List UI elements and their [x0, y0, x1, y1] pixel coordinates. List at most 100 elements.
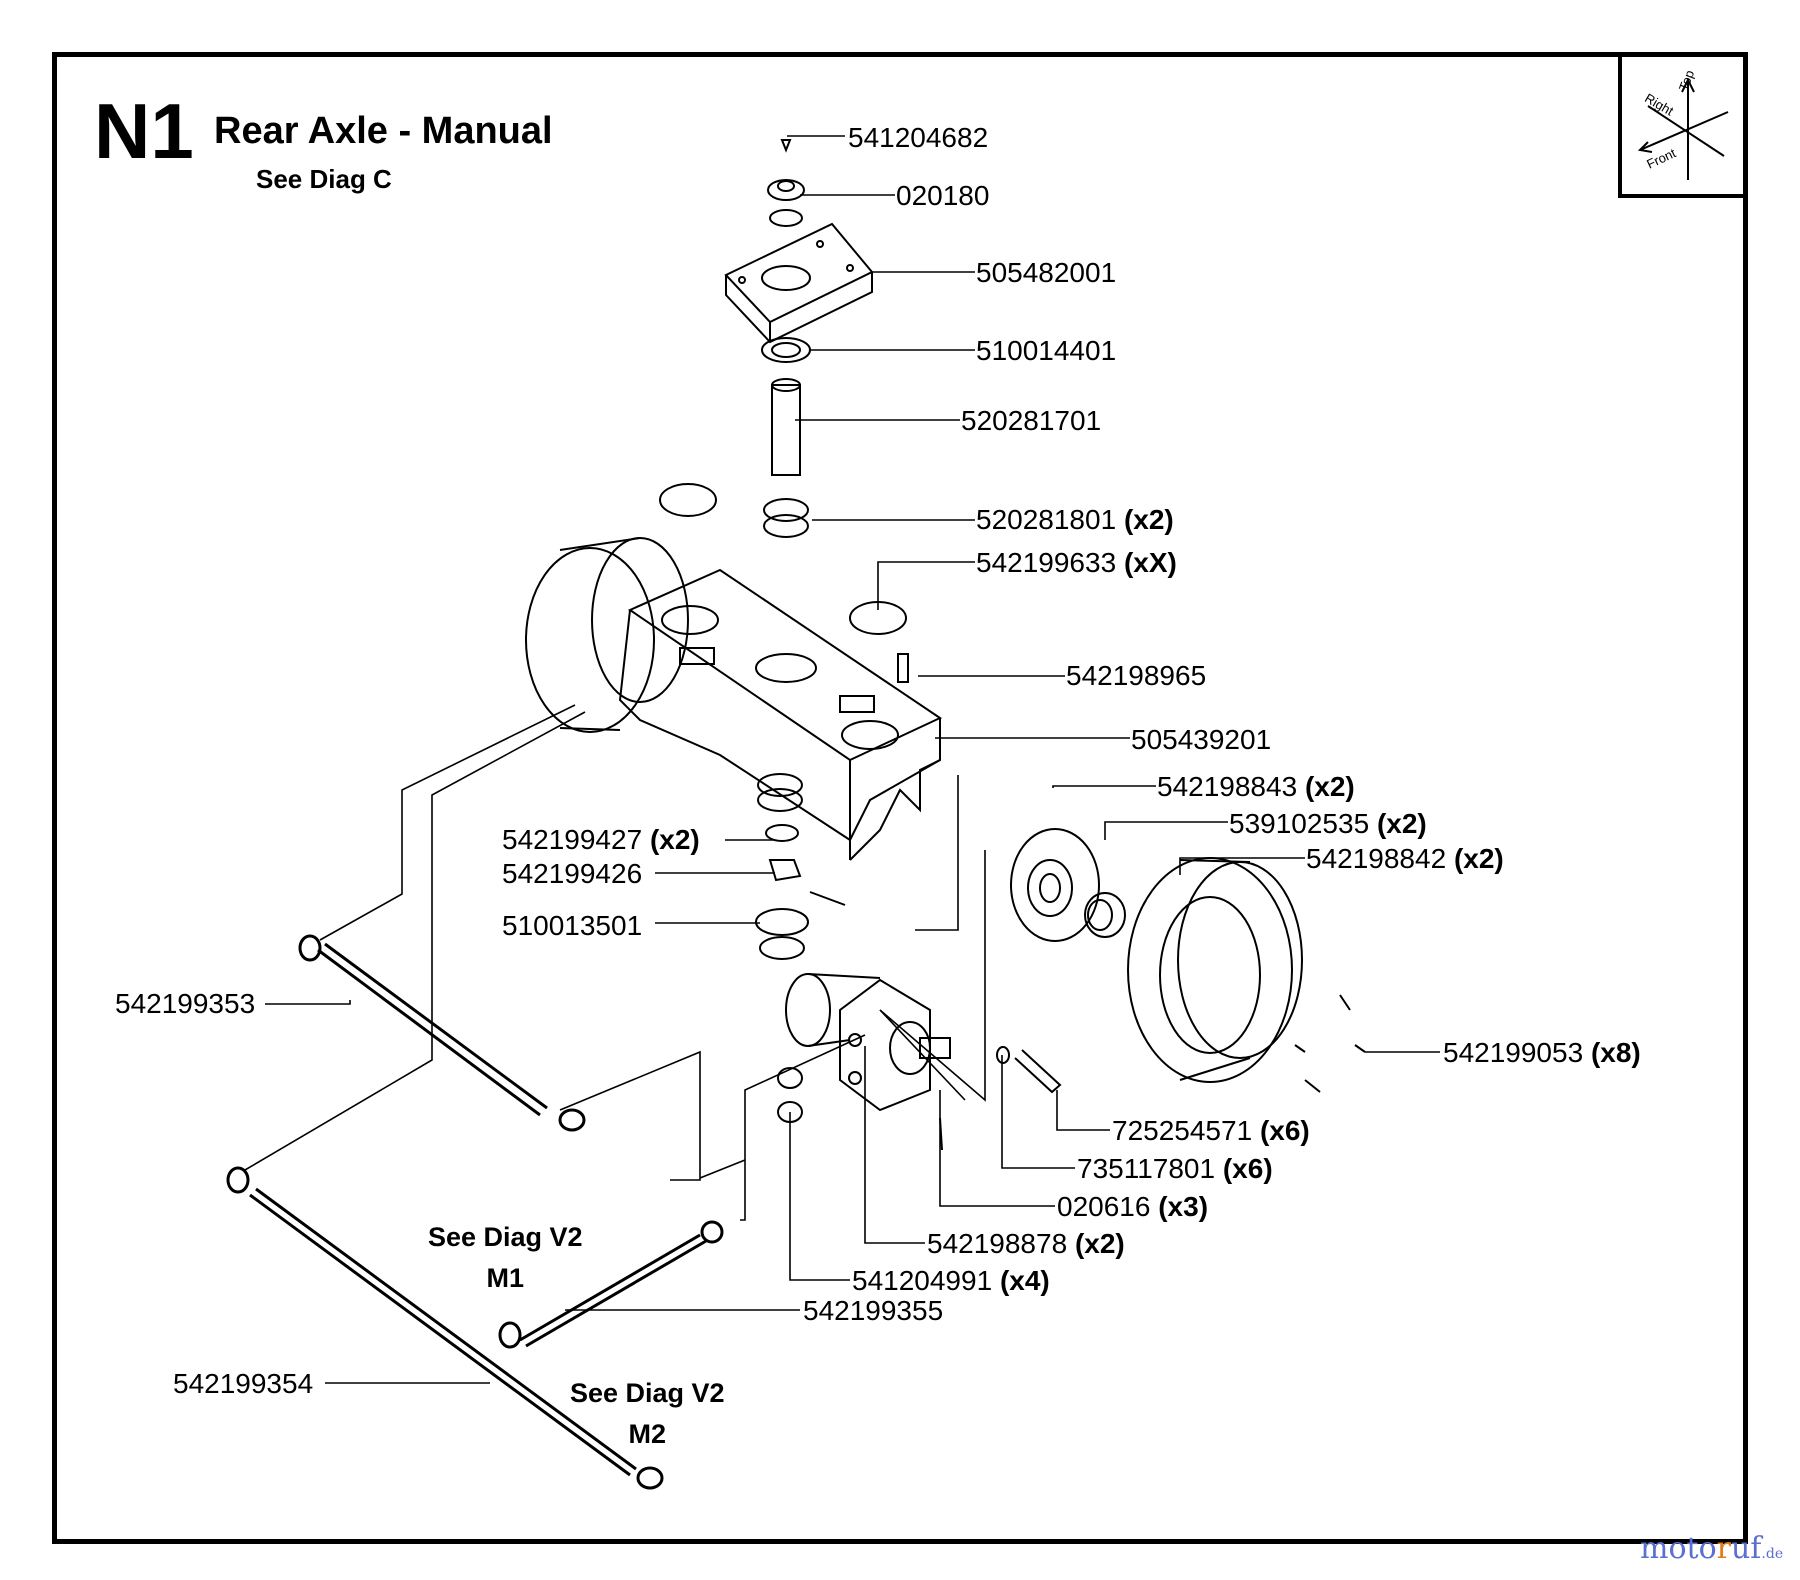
part-number: 542199633 [976, 547, 1117, 578]
part-label: 542198965 [1066, 662, 1206, 690]
hose-part [498, 1220, 724, 1349]
watermark-text: moto [1640, 1531, 1717, 1566]
part-number: 539102535 [1229, 808, 1370, 839]
part-label: 020180 [896, 182, 989, 210]
part-number: 542198965 [1066, 660, 1207, 691]
watermark-text: .de [1761, 1546, 1784, 1562]
part-number: 542199053 [1443, 1037, 1584, 1068]
part-label: 505482001 [976, 259, 1116, 287]
part-number: 725254571 [1112, 1115, 1253, 1146]
part-qty: (x2) [1453, 843, 1504, 874]
note-line: See Diag V2 [570, 1378, 725, 1408]
part-number: 542198843 [1157, 771, 1298, 802]
cap-part [849, 601, 907, 635]
see-diag-note-m1: See Diag V2 M1 [428, 1224, 583, 1292]
hose-part [226, 1166, 664, 1490]
hub-part [1010, 828, 1100, 942]
right-wheel-part [1127, 857, 1303, 1083]
bolt-part [1014, 1049, 1062, 1094]
part-label: 510014401 [976, 337, 1116, 365]
washer-part [996, 1046, 1010, 1064]
part-number: 542198842 [1306, 843, 1447, 874]
part-qty: (x3) [1158, 1191, 1209, 1222]
part-qty: (x6) [1259, 1115, 1310, 1146]
watermark-text: uf [1730, 1531, 1762, 1566]
part-number: 510014401 [976, 335, 1117, 366]
part-label: 542199354 [173, 1370, 313, 1398]
fitting-part [777, 1067, 803, 1123]
bearing-part [757, 773, 803, 812]
shaft-part [771, 378, 801, 476]
part-label: 542199633 (xX) [976, 549, 1177, 577]
part-label: 020616 (x3) [1057, 1193, 1208, 1221]
note-line: M1 [486, 1263, 525, 1293]
part-label: 510013501 [502, 912, 642, 940]
part-number: 542199355 [803, 1295, 944, 1326]
watermark-text: r [1716, 1531, 1731, 1566]
seal-part [1084, 892, 1126, 938]
part-label: 539102535 (x2) [1229, 810, 1427, 838]
part-number: 541204991 [852, 1265, 993, 1296]
part-number: 520281701 [961, 405, 1102, 436]
part-qty: (x2) [1304, 771, 1355, 802]
part-number: 020180 [896, 180, 990, 211]
part-label: 542198842 (x2) [1306, 845, 1504, 873]
watermark-logo: motoruf.de [1640, 1534, 1783, 1564]
hose-part [298, 934, 586, 1132]
part-qty: (x8) [1590, 1037, 1641, 1068]
part-qty: (x6) [1222, 1153, 1273, 1184]
part-number: 505439201 [1131, 724, 1272, 755]
part-label: 735117801 (x6) [1077, 1155, 1273, 1183]
part-label: 505439201 [1131, 726, 1271, 754]
part-qty: (x4) [999, 1265, 1050, 1296]
part-label: 542199426 [502, 860, 642, 888]
washer-part [765, 824, 799, 842]
part-label: 542199053 (x8) [1443, 1039, 1641, 1067]
part-number: 542199427 [502, 824, 643, 855]
part-number: 020616 [1057, 1191, 1151, 1222]
part-label: 541204991 (x4) [852, 1267, 1050, 1295]
bolt-part [1294, 994, 1366, 1093]
hydraulic-motor-part [785, 973, 951, 1112]
part-qty: (x2) [649, 824, 700, 855]
nut-part [767, 139, 805, 201]
left-wheel-part [525, 537, 689, 733]
part-label: 542199355 [803, 1297, 943, 1325]
mount-plate-part [724, 222, 874, 344]
part-qty: (x2) [1376, 808, 1427, 839]
washer-part [769, 209, 803, 227]
cotter-pin-part [809, 891, 846, 906]
part-label: 541204682 [848, 124, 988, 152]
cap-part [659, 483, 717, 517]
part-number: 520281801 [976, 504, 1117, 535]
part-number: 542199426 [502, 858, 643, 889]
part-number: 541204682 [848, 122, 989, 153]
pin-part [897, 653, 909, 683]
note-line: M2 [628, 1419, 667, 1449]
part-label: 520281701 [961, 407, 1101, 435]
castle-nut-part [768, 859, 802, 882]
part-qty: (x2) [1123, 504, 1174, 535]
part-number: 510013501 [502, 910, 643, 941]
part-qty: (xX) [1123, 547, 1177, 578]
bearing-part [763, 498, 809, 538]
part-qty: (x2) [1074, 1228, 1125, 1259]
part-number: 542198878 [927, 1228, 1068, 1259]
part-label: 542198878 (x2) [927, 1230, 1125, 1258]
orientation-box [1618, 52, 1748, 198]
key-part [939, 1117, 943, 1151]
orientation-axes-icon [1637, 77, 1729, 180]
bearing-part [761, 337, 811, 363]
part-label: 725254571 (x6) [1112, 1117, 1310, 1145]
seal-part [755, 908, 809, 960]
part-number: 505482001 [976, 257, 1117, 288]
note-line: See Diag V2 [428, 1222, 583, 1252]
axle-housing-part [618, 568, 943, 861]
see-diag-note-m2: See Diag V2 M2 [570, 1380, 725, 1448]
part-number: 542199353 [115, 988, 256, 1019]
part-label: 520281801 (x2) [976, 506, 1174, 534]
page-code: N1 [94, 87, 194, 175]
part-label: 542199353 [115, 990, 255, 1018]
part-label: 542198843 (x2) [1157, 773, 1355, 801]
